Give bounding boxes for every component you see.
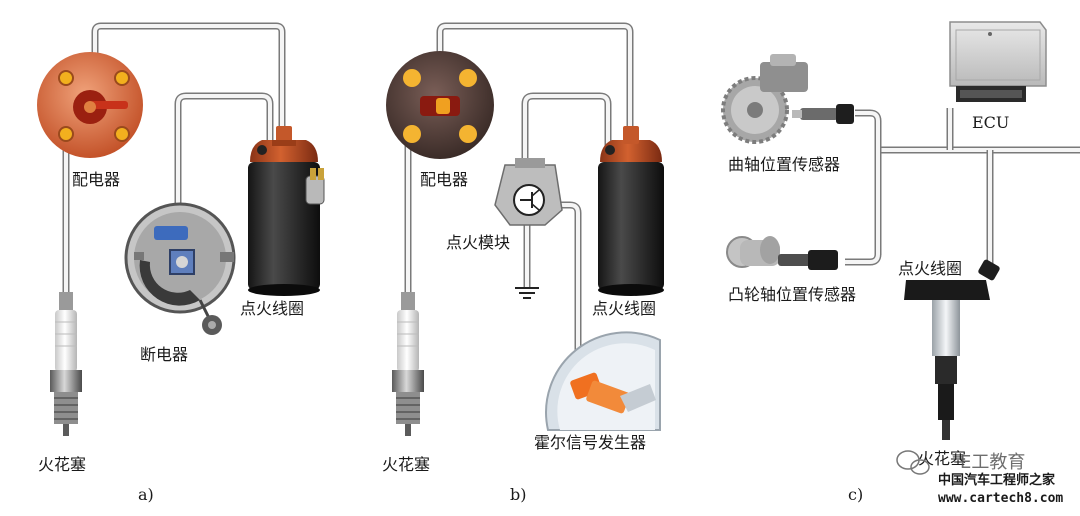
- crankshaft-gear: [721, 54, 808, 144]
- panel-a: 配电器 点火线圈 断电器 火花塞 a): [37, 22, 325, 504]
- camshaft: [726, 236, 780, 268]
- spark-plug-label-b: 火花塞: [382, 455, 430, 474]
- spark-plug-b: [392, 292, 424, 436]
- panel-b: 配电器 点火模块 点火线圈 霍尔信号发生器 火花塞 b): [382, 22, 664, 504]
- crank-sensor: [792, 104, 854, 124]
- panel-c: ECU 曲轴位置传感器 凸轮轴位置传感器 点火线圈 火花塞 c): [721, 21, 1080, 504]
- breaker-label: 断电器: [140, 345, 188, 364]
- module-label: 点火模块: [446, 233, 510, 252]
- cam-sensor: [778, 250, 838, 270]
- coil-label-c: 点火线圈: [898, 259, 962, 278]
- caption-c: c): [848, 485, 863, 504]
- cam-sensor-label: 凸轮轴位置传感器: [728, 285, 856, 304]
- caption-a: a): [138, 485, 154, 504]
- coil-label-b: 点火线圈: [592, 299, 656, 318]
- distributor-label-a: 配电器: [72, 170, 120, 189]
- ecu-label: ECU: [972, 113, 1009, 132]
- panel-b-wires: [404, 22, 634, 365]
- spark-plug-a: [50, 292, 82, 436]
- watermark-url: www.cartech8.com: [938, 491, 1063, 506]
- coil-label-a: 点火线圈: [240, 299, 304, 318]
- ignition-module: [494, 158, 563, 226]
- wechat-icon: [896, 450, 930, 475]
- watermark-site-name: 中国汽车工程师之家: [938, 472, 1056, 488]
- spark-plug-label-a: 火花塞: [38, 455, 86, 474]
- hall-generator-label: 霍尔信号发生器: [534, 433, 646, 452]
- spark-plug-label-c: 火花塞: [918, 449, 966, 468]
- distributor-label-b: 配电器: [420, 170, 468, 189]
- pencil-coil: [904, 259, 1000, 440]
- crank-sensor-label: 曲轴位置传感器: [728, 155, 840, 174]
- distributor-a: [37, 52, 143, 158]
- distributor-b: [386, 51, 494, 159]
- watermark-brand: E工教育: [960, 452, 1025, 473]
- ignition-coil-a: [248, 126, 325, 296]
- hall-generator: [545, 331, 661, 431]
- panel-c-wires: [845, 108, 1080, 268]
- caption-b: b): [510, 485, 526, 504]
- breaker-assembly: [124, 202, 236, 335]
- panel-a-wires: [62, 22, 286, 294]
- ignition-coil-b: [598, 126, 664, 296]
- watermark: E工教育 中国汽车工程师之家 www.cartech8.com: [896, 450, 1063, 506]
- ground-symbol: [515, 287, 539, 299]
- ecu-unit: [949, 21, 1047, 102]
